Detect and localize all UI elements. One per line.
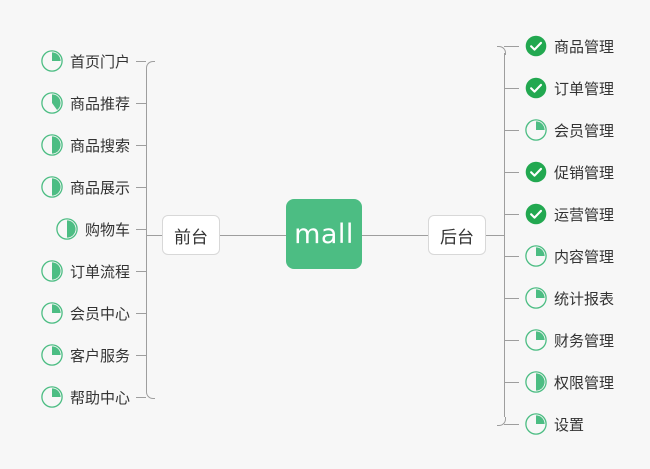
right-leaf-stub: [504, 256, 519, 257]
leaf-item[interactable]: 财务管理: [525, 327, 614, 353]
right-spine-to-branch: [486, 235, 505, 236]
pie-progress-icon: [41, 92, 63, 114]
pie-progress-icon: [525, 413, 547, 435]
leaf-item[interactable]: 商品管理: [525, 33, 614, 59]
leaf-item-label: 购物车: [84, 220, 130, 239]
leaf-item[interactable]: 商品搜索: [41, 132, 130, 158]
leaf-item-label: 设置: [554, 415, 585, 434]
left-spine-to-branch: [146, 235, 162, 236]
right-leaf-stub: [504, 340, 519, 341]
leaf-item-label: 运营管理: [554, 205, 615, 224]
leaf-item-label: 内容管理: [554, 247, 615, 266]
leaf-item[interactable]: 商品展示: [41, 174, 130, 200]
pie-progress-icon: [41, 344, 63, 366]
pie-progress-icon: [41, 302, 63, 324]
root-node-label: mall: [294, 218, 354, 250]
pie-progress-icon: [41, 134, 63, 156]
right-leaf-stub: [504, 214, 519, 215]
pie-progress-icon: [525, 329, 547, 351]
left-bracket-top-corner: [146, 61, 155, 70]
check-circle-icon: [525, 35, 547, 57]
pie-progress-icon: [525, 371, 547, 393]
branch-node-frontend-label: 前台: [174, 227, 208, 248]
right-leaf-stub: [504, 46, 519, 47]
left-leaf-stub: [136, 355, 147, 356]
leaf-item[interactable]: 权限管理: [525, 369, 614, 395]
branch-node-frontend[interactable]: 前台: [162, 215, 220, 255]
branch-node-backend-label: 后台: [440, 227, 474, 248]
leaf-item[interactable]: 订单流程: [41, 258, 130, 284]
right-bracket-bottom-corner: [497, 417, 506, 426]
left-leaf-stub: [136, 187, 147, 188]
right-leaf-stub: [504, 88, 519, 89]
leaf-item-label: 客户服务: [69, 346, 130, 365]
root-node-mall[interactable]: mall: [286, 199, 362, 269]
leaf-item[interactable]: 运营管理: [525, 201, 614, 227]
leaf-item[interactable]: 会员管理: [525, 117, 614, 143]
pie-progress-icon: [525, 287, 547, 309]
pie-progress-icon: [41, 386, 63, 408]
branch-frontend-to-root: [220, 235, 286, 236]
leaf-item-label: 商品展示: [69, 178, 130, 197]
left-leaf-stub: [136, 397, 146, 398]
leaf-item[interactable]: 商品推荐: [41, 90, 130, 116]
leaf-item-label: 商品推荐: [69, 94, 130, 113]
left-leaf-stub: [136, 271, 147, 272]
leaf-item[interactable]: 帮助中心: [41, 384, 130, 410]
leaf-item-label: 订单流程: [69, 262, 130, 281]
branch-node-backend[interactable]: 后台: [428, 215, 486, 255]
leaf-item[interactable]: 统计报表: [525, 285, 614, 311]
leaf-item[interactable]: 首页门户: [41, 48, 130, 74]
leaf-item-label: 会员中心: [69, 304, 130, 323]
leaf-item[interactable]: 客户服务: [41, 342, 130, 368]
right-bracket-top-corner: [497, 46, 506, 55]
pie-progress-icon: [525, 119, 547, 141]
left-leaf-stub: [136, 229, 147, 230]
pie-progress-icon: [56, 218, 78, 240]
leaf-item-label: 首页门户: [69, 52, 130, 71]
left-leaf-stub: [136, 145, 147, 146]
right-leaf-stub: [504, 382, 519, 383]
right-leaf-stub: [504, 130, 519, 131]
leaf-item[interactable]: 购物车: [56, 216, 130, 242]
leaf-item[interactable]: 促销管理: [525, 159, 614, 185]
leaf-item[interactable]: 设置: [525, 411, 584, 437]
leaf-item-label: 商品搜索: [69, 136, 130, 155]
right-leaf-stub: [504, 172, 519, 173]
left-leaf-stub: [136, 61, 146, 62]
left-leaf-stub: [136, 103, 147, 104]
pie-progress-icon: [41, 260, 63, 282]
leaf-item[interactable]: 订单管理: [525, 75, 614, 101]
leaf-item[interactable]: 会员中心: [41, 300, 130, 326]
root-to-branch-backend: [362, 235, 428, 236]
leaf-item-label: 帮助中心: [69, 388, 130, 407]
check-circle-icon: [525, 161, 547, 183]
left-bracket-bottom-corner: [146, 390, 155, 399]
pie-progress-icon: [41, 176, 63, 198]
leaf-item[interactable]: 内容管理: [525, 243, 614, 269]
leaf-item-label: 促销管理: [554, 163, 615, 182]
right-leaf-stub: [504, 298, 519, 299]
leaf-item-label: 会员管理: [554, 121, 615, 140]
leaf-item-label: 统计报表: [554, 289, 615, 308]
pie-progress-icon: [41, 50, 63, 72]
check-circle-icon: [525, 77, 547, 99]
leaf-item-label: 财务管理: [554, 331, 615, 350]
leaf-item-label: 订单管理: [554, 79, 615, 98]
leaf-item-label: 权限管理: [554, 373, 615, 392]
pie-progress-icon: [525, 245, 547, 267]
check-circle-icon: [525, 203, 547, 225]
left-leaf-stub: [136, 313, 147, 314]
leaf-item-label: 商品管理: [554, 37, 615, 56]
right-leaf-stub: [504, 424, 519, 425]
